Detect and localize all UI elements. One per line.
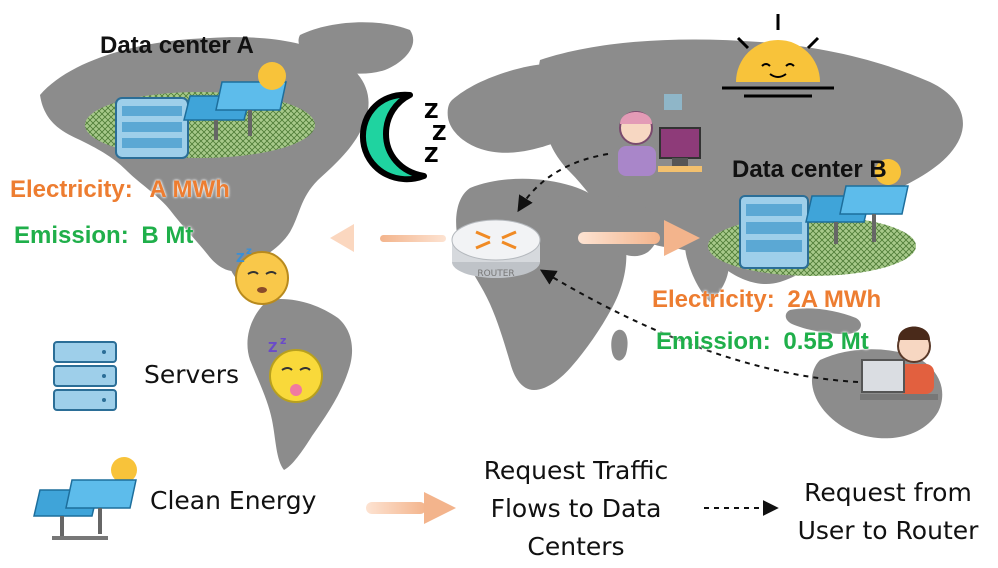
greenland-shape	[298, 22, 414, 74]
data-center-b-title: Data center B	[732, 156, 887, 183]
legend-servers-label: Servers	[144, 360, 240, 389]
legend-traffic-arrow	[366, 492, 456, 524]
legend-request-label: Request from User to Router	[784, 474, 992, 550]
moon-sleep-icon: Z Z Z	[359, 91, 447, 183]
emission-value: B Mt	[141, 222, 194, 249]
traffic-arrow-left	[330, 224, 446, 252]
user-icon	[860, 326, 938, 400]
data-center-a-illustration	[85, 62, 315, 159]
legend-solar-panel-icon	[33, 457, 137, 540]
server-icon	[115, 97, 189, 159]
legend-traffic-line: Centers	[527, 532, 625, 561]
data-center-a-title: Data center A	[100, 32, 254, 59]
emission-label: Emission:	[14, 222, 129, 249]
sleeping-face-icon: Z z	[268, 334, 323, 403]
data-center-b-electricity: Electricity: 2A MWh	[652, 286, 881, 314]
legend-request-line: Request from	[804, 478, 972, 507]
request-arrow-user-top	[517, 153, 609, 213]
router-label: ROUTER	[477, 269, 514, 279]
data-center-b-illustration	[708, 159, 916, 276]
sun-icon	[722, 14, 834, 98]
sun-icon	[875, 159, 901, 185]
data-center-b-emission: Emission: 0.5B Mt	[656, 328, 869, 356]
electricity-label: Electricity:	[10, 176, 133, 203]
electricity-value: A MWh	[149, 176, 230, 203]
legend-traffic-line: Request Traffic	[483, 456, 669, 485]
legend-traffic-line: Flows to Data	[490, 494, 662, 523]
solar-panel-icon	[805, 185, 909, 244]
emission-value: 0.5B Mt	[783, 328, 869, 355]
server-icon	[739, 195, 809, 269]
router-icon: ROUTER	[451, 219, 541, 279]
svg-text:Z: Z	[268, 341, 277, 356]
indonesia-shape	[785, 308, 861, 334]
electricity-value: 2A MWh	[787, 286, 882, 313]
svg-text:Z: Z	[236, 251, 245, 265]
data-center-a-emission: Emission: B Mt	[14, 222, 193, 250]
svg-text:Z: Z	[432, 121, 447, 145]
legend-traffic-label: Request Traffic Flows to Data Centers	[466, 452, 686, 566]
legend-server-icon	[53, 341, 117, 411]
svg-text:z: z	[246, 246, 252, 257]
sun-icon	[258, 62, 286, 90]
data-center-a-electricity: Electricity: A MWh	[10, 176, 230, 204]
svg-text:Z: Z	[424, 99, 439, 123]
user-icon	[618, 94, 702, 176]
request-arrow-user-bottom	[539, 269, 859, 383]
traffic-arrow-right	[578, 220, 700, 256]
sleeping-face-icon: Z z	[235, 246, 289, 305]
world-map	[40, 22, 963, 470]
svg-text:Z: Z	[424, 143, 439, 167]
electricity-label: Electricity:	[652, 286, 775, 313]
svg-text:z: z	[280, 334, 286, 347]
madagascar-shape	[611, 329, 628, 361]
legend-clean-energy-label: Clean Energy	[150, 486, 317, 515]
legend-request-line: User to Router	[797, 516, 979, 545]
emission-label: Emission:	[656, 328, 771, 355]
